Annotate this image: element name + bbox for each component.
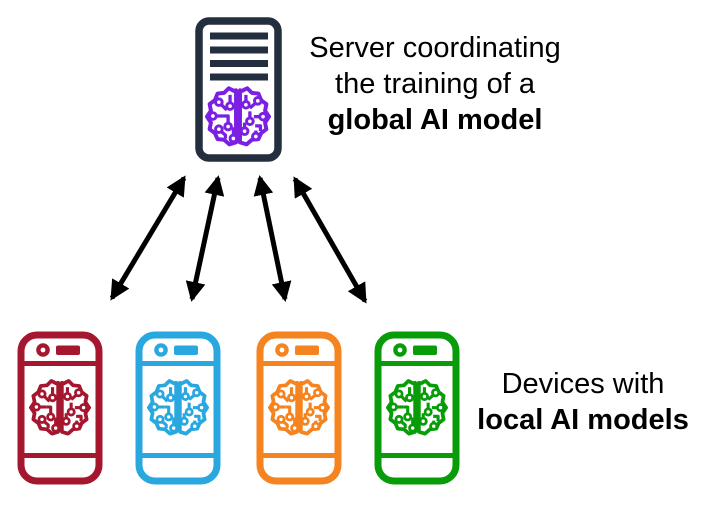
double-arrow-icon: [109, 175, 187, 301]
server-device-arrows: [80, 160, 390, 315]
devices-caption-line2: local AI models: [477, 404, 689, 436]
double-arrow-icon: [292, 176, 368, 304]
smartphone-icon: [378, 335, 456, 481]
phone-device-4: [374, 331, 460, 485]
ai-brain-circuit-icon: [207, 88, 269, 144]
server-caption-line2: the training of a: [335, 68, 535, 100]
smartphone-icon: [260, 335, 338, 481]
phone-device-3: [256, 331, 342, 485]
server-caption: Server coordinating the training of a gl…: [296, 30, 574, 138]
server-caption-line3: global AI model: [327, 104, 543, 136]
server-tower-icon: [195, 17, 282, 162]
devices-caption-line1: Devices with: [501, 368, 665, 400]
double-arrow-icon: [185, 175, 225, 302]
server-caption-line1: Server coordinating: [309, 32, 561, 64]
phone-device-2: [135, 331, 221, 485]
devices-caption: Devices with local AI models: [457, 366, 709, 438]
smartphone-icon: [21, 335, 99, 481]
double-arrow-icon: [253, 175, 292, 302]
smartphone-icon: [139, 335, 217, 481]
phone-device-1: [17, 331, 103, 485]
